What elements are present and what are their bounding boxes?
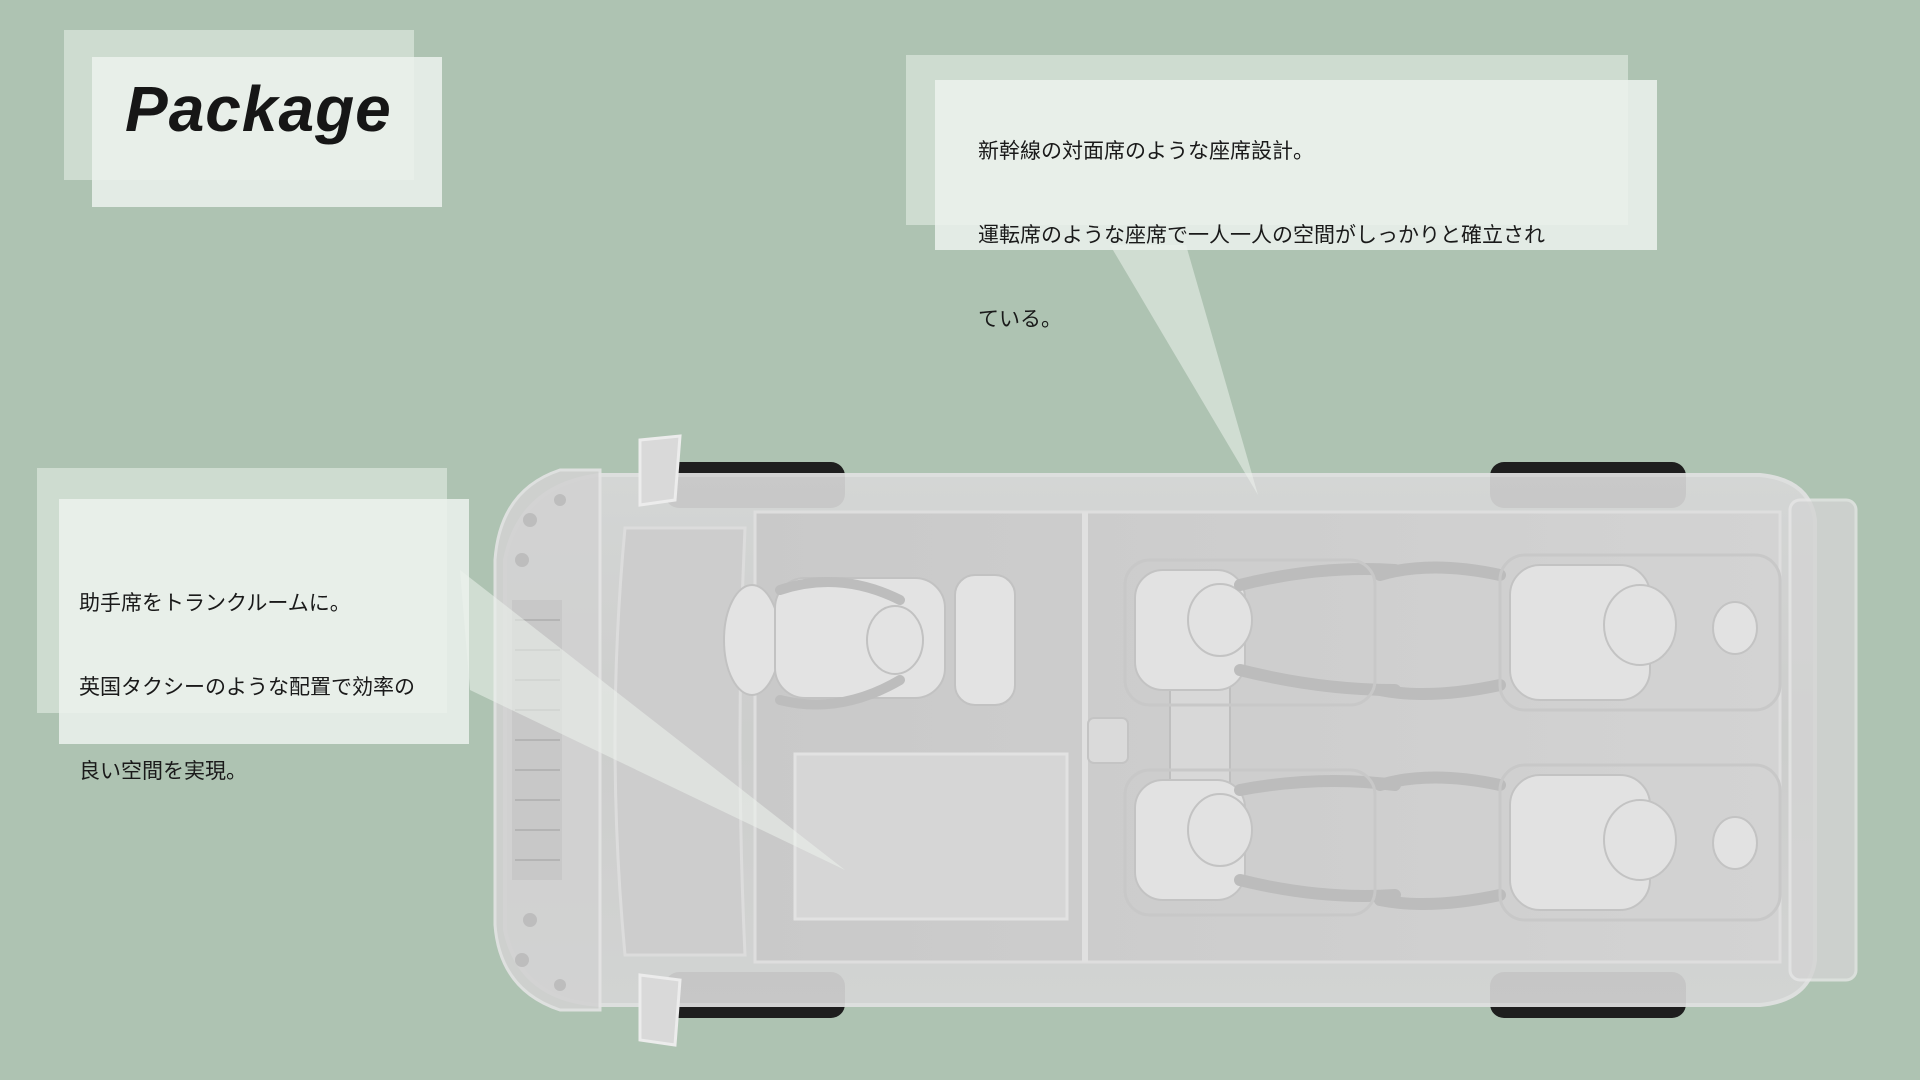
trunk-room (793, 752, 1069, 921)
left-callout (59, 499, 469, 744)
passenger-figures (1134, 561, 1758, 911)
page-title: Package (125, 73, 392, 145)
top-callout-line-2: 運転席のような座席で一人一人の空間がしっかりと確立され (978, 223, 1545, 247)
top-callout-line-1: 新幹線の対面席のような座席設計。 (978, 139, 1314, 163)
left-callout-line-1: 助手席をトランクルームに。 (79, 591, 351, 615)
top-callout (935, 80, 1657, 250)
left-callout-text: 助手席をトランクルームに。 英国タクシーのような配置で効率の 良い空間を実現。 (79, 540, 459, 834)
top-callout-text: 新幹線の対面席のような座席設計。 運転席のような座席で一人一人の空間がしっかりと… (978, 88, 1618, 382)
seats (1123, 553, 1782, 922)
left-callout-pointer (460, 570, 845, 870)
top-callout-line-3: ている。 (978, 307, 1062, 331)
top-callout-pointer (1110, 245, 1258, 495)
driver-figure (723, 574, 1016, 710)
left-callout-line-2: 英国タクシーのような配置で効率の (79, 675, 415, 699)
left-callout-line-3: 良い空間を実現。 (79, 759, 247, 783)
title-panel (92, 57, 442, 207)
